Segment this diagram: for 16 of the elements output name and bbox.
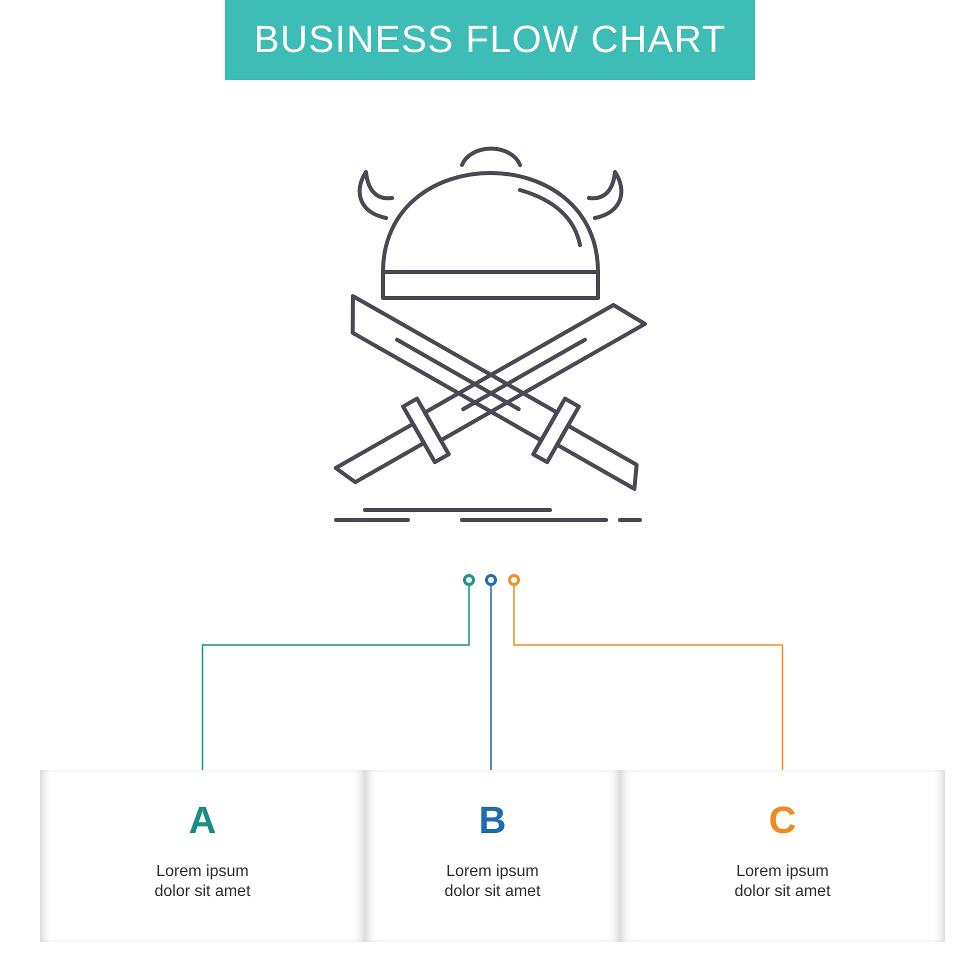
connector-dot [508, 574, 520, 586]
step-card [40, 770, 365, 942]
step-letter: A [188, 800, 218, 843]
step-description: Lorem ipsum dolor sit amet [733, 862, 832, 902]
step-card [365, 770, 620, 942]
connector-dot [463, 574, 475, 586]
connector-line [202, 586, 470, 770]
step-letter: C [768, 800, 798, 843]
connector-line [513, 586, 784, 770]
step-description: Lorem ipsum dolor sit amet [443, 862, 542, 902]
step-letter: B [478, 800, 508, 843]
title-banner: BUSINESS FLOW CHART [225, 0, 755, 80]
connector-line [490, 586, 492, 770]
step-description: Lorem ipsum dolor sit amet [153, 862, 252, 902]
step-card [620, 770, 945, 942]
connector-dot [485, 574, 497, 586]
